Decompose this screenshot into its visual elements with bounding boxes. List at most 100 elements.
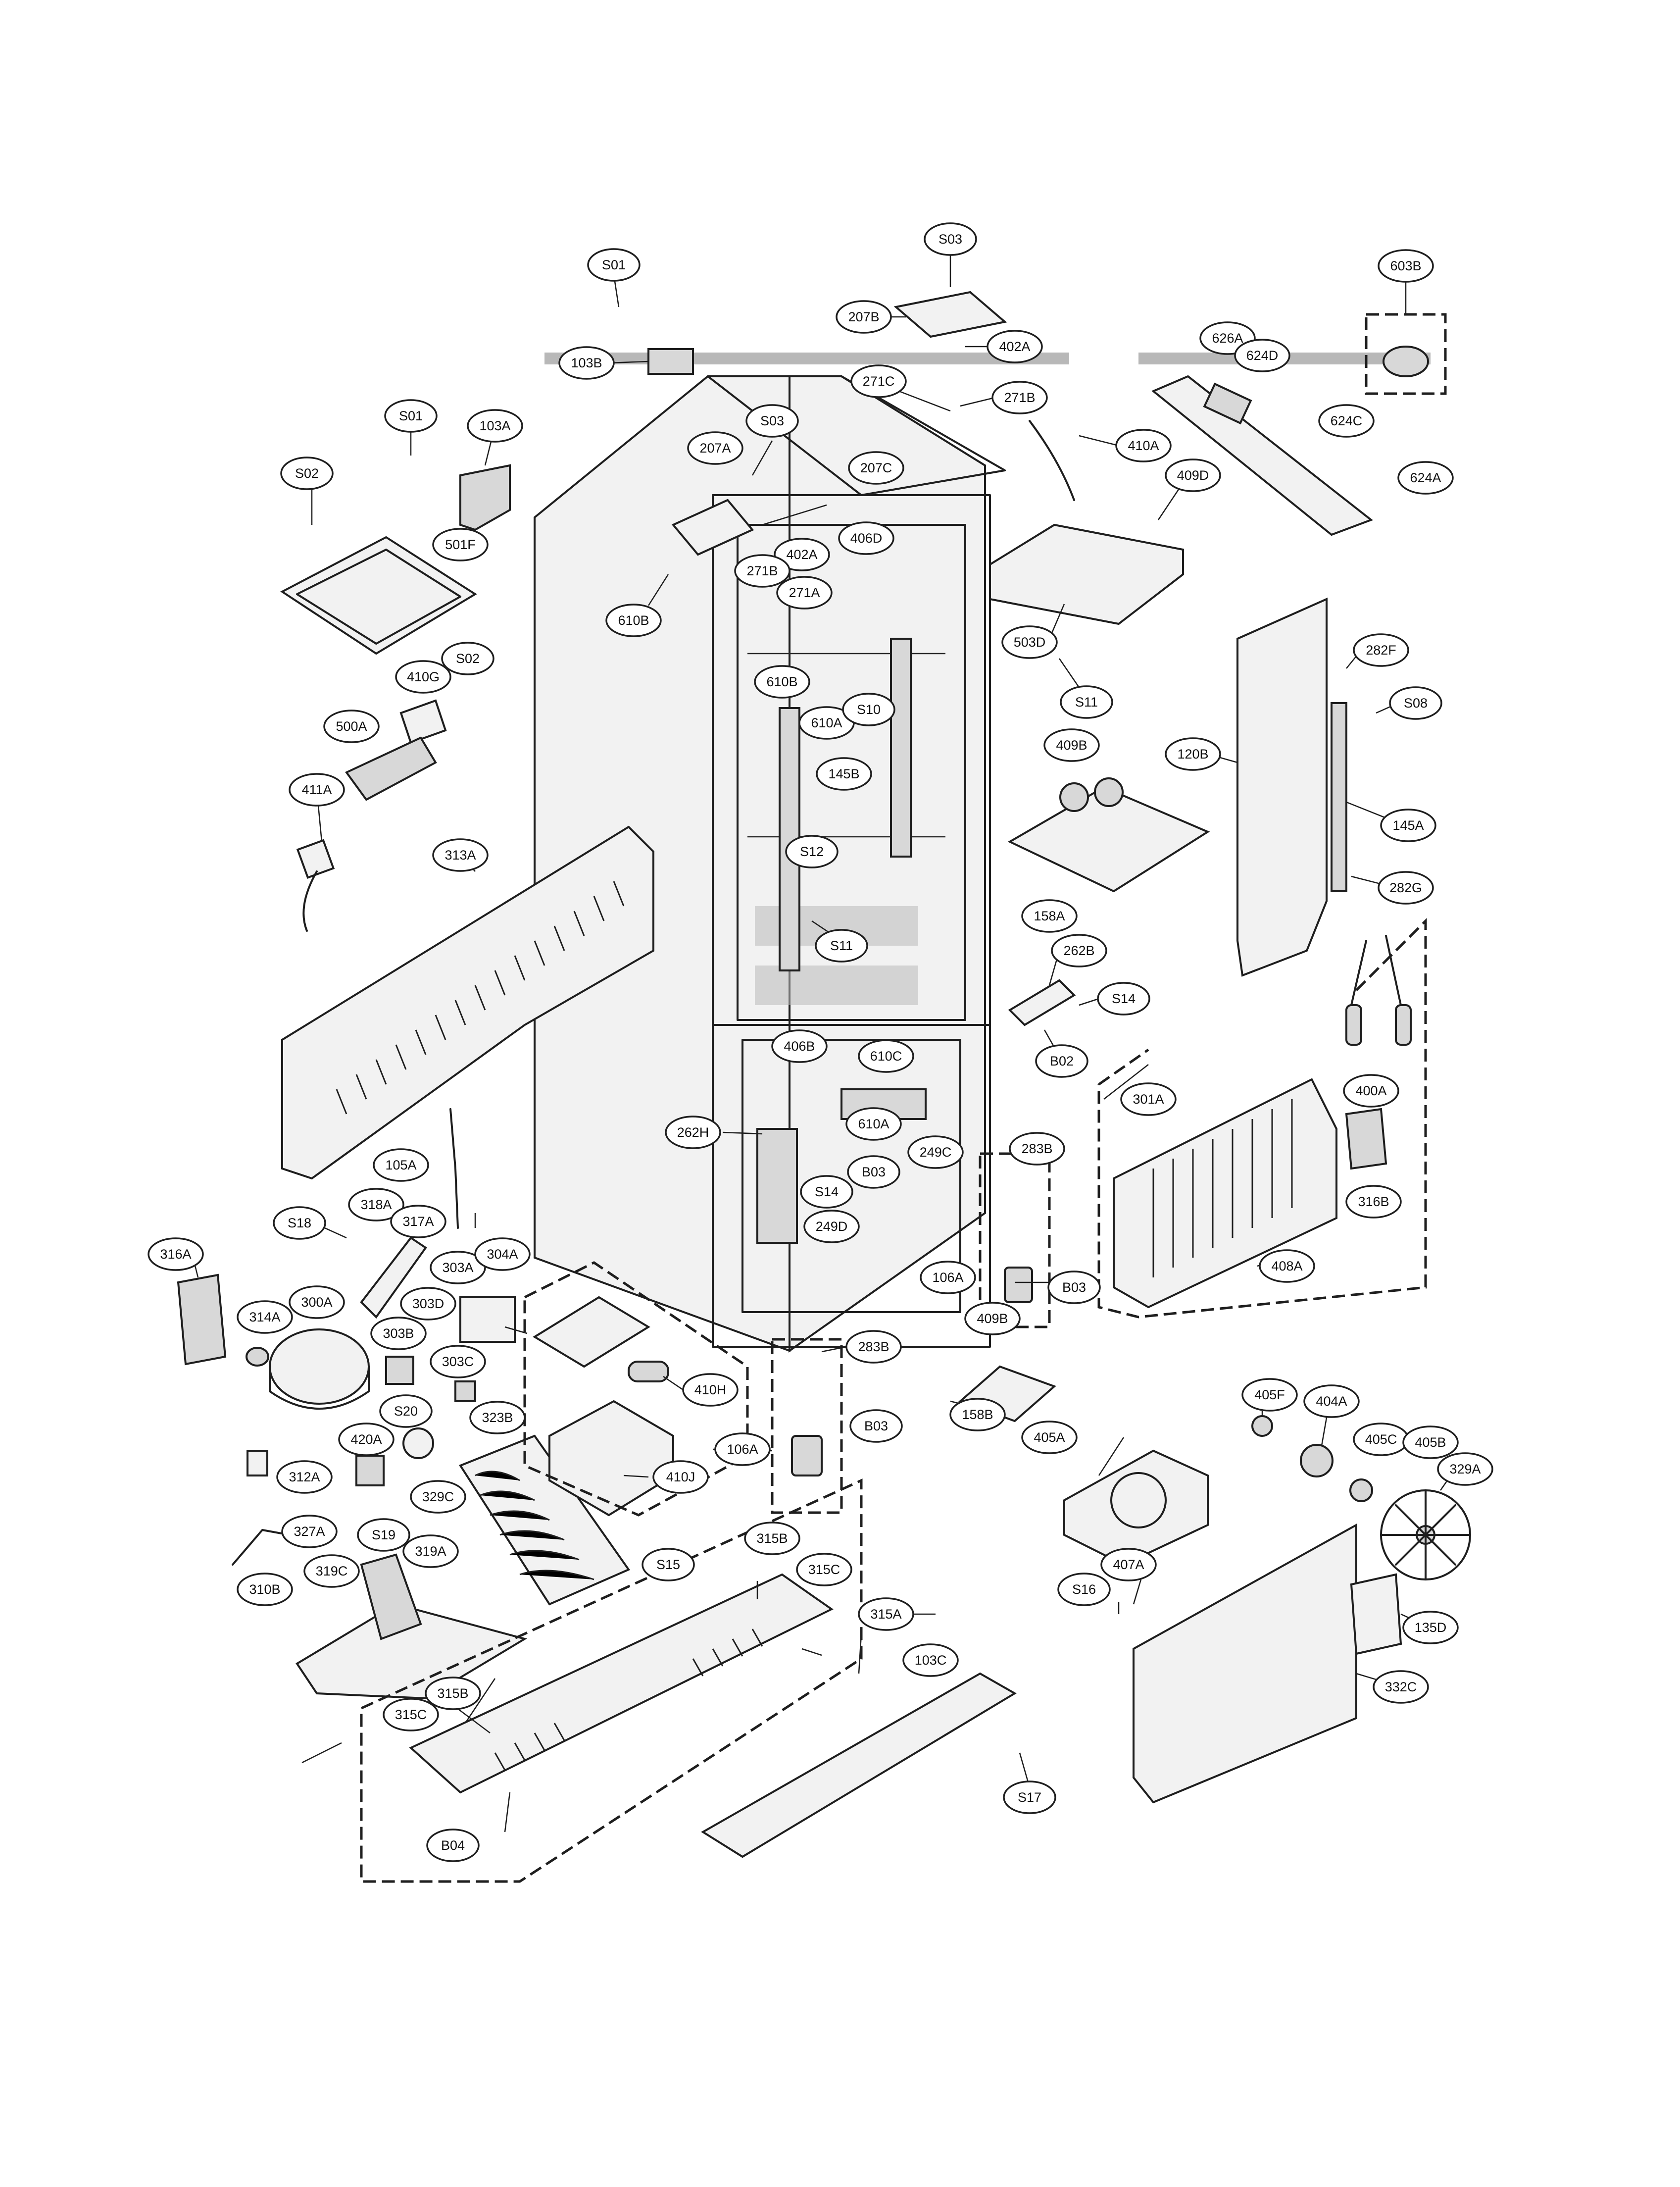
callout-410J: 410J [652,1460,709,1494]
callout-610C: 610C [858,1039,914,1073]
svg-text:407A: 407A [1113,1557,1144,1572]
callout-410H: 410H [682,1373,739,1407]
svg-text:271B: 271B [1004,390,1035,405]
svg-text:145A: 145A [1392,818,1424,833]
svg-text:135D: 135D [1415,1620,1447,1635]
part-408A-evaporator [1097,917,1427,1319]
svg-text:314A: 314A [249,1310,280,1324]
callout-410A: 410A [1115,429,1172,462]
callout-262H: 262H [665,1116,721,1149]
svg-text:501F: 501F [445,537,476,552]
svg-text:610C: 610C [870,1049,902,1064]
svg-text:207B: 207B [848,309,879,324]
svg-text:313A: 313A [445,848,476,863]
callout-301A: 301A [1120,1082,1177,1116]
callout-207B: 207B [836,300,892,334]
svg-text:329C: 329C [422,1489,454,1504]
part-103C [701,1672,1017,1858]
callout-315C-bottom: 315C [383,1698,439,1731]
svg-text:S20: S20 [394,1404,418,1419]
callout-B03-left: B03 [849,1409,903,1443]
callout-S14-mid: S14 [800,1175,853,1209]
callout-S01-left: S01 [384,399,438,433]
callout-323B: 323B [469,1401,526,1434]
part-410G [399,699,447,744]
svg-text:283B: 283B [1021,1141,1052,1156]
svg-text:405B: 405B [1415,1435,1446,1450]
svg-text:624C: 624C [1331,413,1363,428]
part-411A [296,839,335,932]
callout-103A: 103A [467,409,523,443]
svg-text:300A: 300A [301,1295,332,1310]
svg-text:500A: 500A [336,719,367,734]
svg-text:315C: 315C [808,1562,840,1577]
svg-text:329A: 329A [1449,1462,1481,1476]
svg-text:303C: 303C [442,1354,474,1369]
callout-135D: 135D [1402,1611,1459,1644]
callout-S11-mid: S11 [815,929,868,963]
svg-text:145B: 145B [828,766,859,781]
part-319A-319C [296,1553,528,1700]
svg-text:410G: 410G [407,669,440,684]
part-103A [459,464,511,531]
svg-text:310B: 310B [249,1582,280,1597]
callout-610A-top: 610A [798,706,855,740]
leader-lines [192,249,1456,1832]
callout-303D: 303D [400,1287,456,1321]
callout-407A: 407A [1100,1548,1157,1581]
svg-text:603B: 603B [1390,258,1421,273]
svg-text:301A: 301A [1133,1092,1164,1107]
callout-319C: 319C [303,1554,360,1588]
svg-text:332C: 332C [1385,1679,1417,1694]
svg-text:610B: 610B [766,674,797,689]
svg-text:S15: S15 [656,1557,680,1572]
callout-405A: 405A [1021,1421,1078,1454]
callout-400A: 400A [1343,1074,1399,1108]
svg-text:410J: 410J [666,1470,695,1484]
svg-text:327A: 327A [294,1524,325,1539]
svg-text:405C: 405C [1365,1432,1397,1447]
callout-315C-top: 315C [796,1553,852,1586]
svg-text:420A: 420A [350,1432,382,1447]
callout-317A: 317A [390,1205,446,1238]
part-317A [360,1236,427,1319]
svg-text:105A: 105A [385,1158,416,1172]
callout-500A: 500A [323,710,380,743]
svg-text:406B: 406B [784,1039,815,1054]
part-503D-409D [989,523,1184,625]
svg-text:411A: 411A [301,782,332,797]
part-158A [1007,777,1210,893]
callout-300A: 300A [289,1285,345,1319]
callout-S08: S08 [1389,686,1442,720]
callout-158B: 158B [949,1398,1006,1431]
part-303B [385,1356,414,1385]
part-303A [459,1296,516,1343]
callout-105A: 105A [373,1148,429,1182]
callout-271B-mid: 271B [734,554,791,588]
svg-text:402A: 402A [786,547,817,562]
part-404A [1300,1444,1334,1477]
callout-501F: 501F [432,528,489,561]
part-405C [1349,1478,1373,1502]
svg-text:503D: 503D [1014,635,1046,650]
part-312A [247,1450,268,1476]
callout-262B: 262B [1051,934,1107,967]
svg-text:S14: S14 [1112,991,1136,1006]
part-624A-624C [1151,375,1374,536]
svg-text:103B: 103B [571,356,602,370]
callout-249C: 249C [907,1135,964,1169]
svg-text:610A: 610A [811,715,842,730]
svg-text:106A: 106A [932,1270,963,1285]
callout-402A-mid: 402A [774,538,830,571]
callout-271A: 271A [776,576,833,610]
part-323B-condenser [459,1434,631,1606]
callout-406D: 406D [838,521,894,555]
svg-text:S02: S02 [295,466,319,481]
callout-610A-mid: 610A [845,1107,902,1141]
callout-303A: 303A [430,1251,486,1284]
svg-text:S17: S17 [1018,1790,1041,1805]
callout-420A: 420A [338,1423,395,1456]
part-262B [1008,979,1076,1026]
svg-text:402A: 402A [999,339,1030,354]
part-283B-left [771,1338,843,1514]
